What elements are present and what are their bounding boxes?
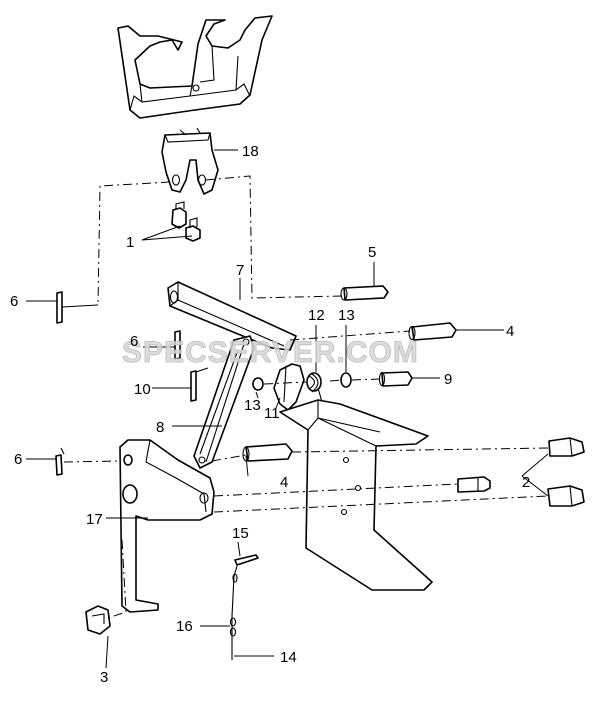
pin-part-6-lower bbox=[55, 447, 65, 476]
watermark-text: SPECSERVER.COM bbox=[122, 336, 419, 369]
callout-11: 11 bbox=[264, 405, 280, 422]
link-rod-part-8 bbox=[193, 335, 255, 469]
pin-part-10 bbox=[190, 367, 209, 402]
bushing-part-4-upper bbox=[408, 322, 457, 341]
alignment-line bbox=[107, 539, 127, 619]
callout-10: 10 bbox=[134, 381, 151, 398]
bushing-part-9 bbox=[378, 371, 413, 387]
callout-8: 8 bbox=[156, 419, 164, 436]
base-bracket-part-17 bbox=[119, 439, 215, 613]
linkage-parts-14-15-16 bbox=[229, 554, 259, 660]
callout-6-middle: 6 bbox=[130, 333, 138, 350]
washer-part-13 bbox=[252, 372, 352, 391]
alignment-line bbox=[205, 175, 343, 299]
alignment-line bbox=[351, 378, 381, 381]
callout-17: 17 bbox=[86, 511, 103, 528]
top-fork-bracket bbox=[117, 15, 273, 119]
callout-13-lower: 13 bbox=[244, 397, 261, 414]
callout-14: 14 bbox=[280, 649, 297, 666]
callout-5: 5 bbox=[368, 244, 376, 261]
pin-part-6-upper bbox=[56, 291, 99, 324]
spring-part-12 bbox=[306, 372, 323, 403]
callout-4-lower: 4 bbox=[280, 474, 288, 491]
callout-labels: 18 1 5 7 6 12 13 4 6 9 10 13 11 8 6 4 2 … bbox=[10, 143, 530, 686]
pin-part-6-middle bbox=[174, 330, 181, 360]
clevis-part-18 bbox=[161, 127, 219, 195]
support-bracket bbox=[279, 399, 433, 591]
alignment-line bbox=[263, 379, 343, 385]
cam-part-11 bbox=[273, 363, 305, 411]
callout-16: 16 bbox=[176, 618, 193, 635]
callout-15: 15 bbox=[232, 525, 249, 542]
callout-4-upper: 4 bbox=[506, 323, 514, 340]
pin-part-5 bbox=[340, 285, 389, 301]
callout-6-upper: 6 bbox=[10, 293, 18, 310]
callout-6-lower: 6 bbox=[14, 451, 22, 468]
callout-9: 9 bbox=[444, 371, 452, 388]
alignment-line bbox=[63, 447, 549, 463]
alignment-line bbox=[213, 483, 459, 497]
callout-13-upper: 13 bbox=[338, 307, 355, 324]
callout-12: 12 bbox=[308, 307, 325, 324]
nut-part-3 bbox=[85, 605, 111, 635]
callout-3: 3 bbox=[100, 669, 108, 686]
bolts-part-1 bbox=[171, 201, 201, 242]
alignment-line bbox=[97, 181, 171, 306]
leader-lines bbox=[26, 149, 549, 669]
lever-arm-part-7 bbox=[167, 281, 297, 351]
alignment-line bbox=[289, 330, 411, 341]
callout-2: 2 bbox=[522, 474, 530, 491]
alignment-line bbox=[213, 495, 549, 513]
callout-1: 1 bbox=[126, 234, 134, 251]
callout-18: 18 bbox=[242, 143, 259, 160]
bolts-part-2 bbox=[457, 437, 585, 507]
callout-7: 7 bbox=[236, 262, 244, 279]
bushing-part-4-lower bbox=[242, 443, 293, 462]
